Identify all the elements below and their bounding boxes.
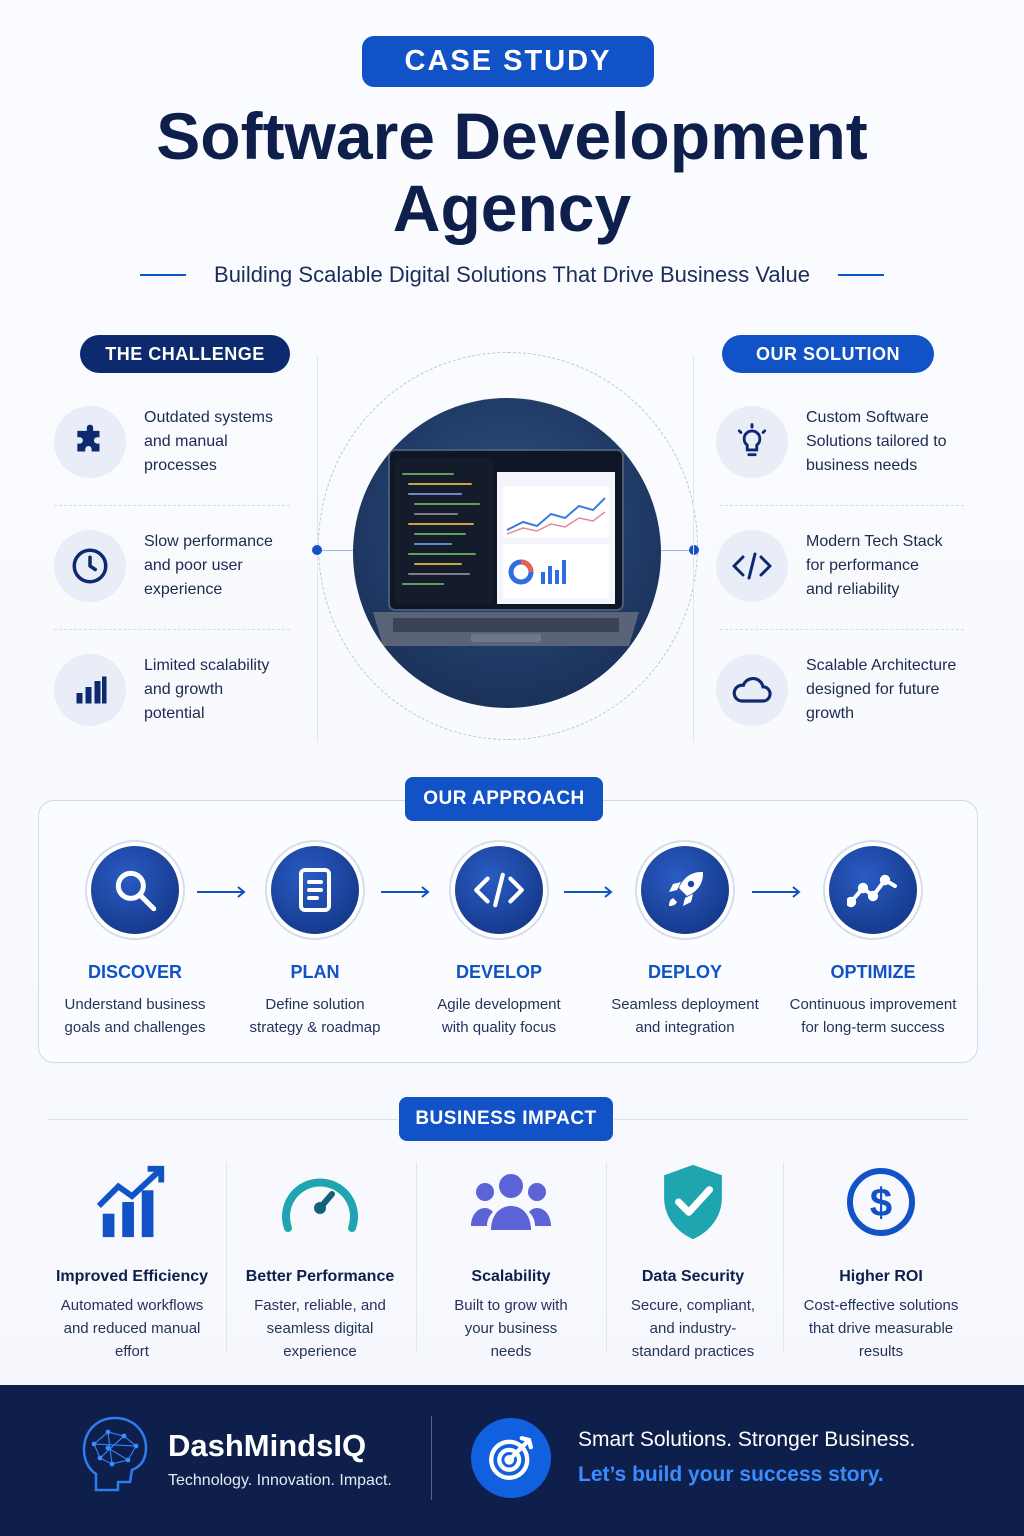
impact-divider (226, 1162, 227, 1352)
impact-efficiency: Improved Efficiency Automated workflows … (40, 1160, 224, 1363)
cloud-icon (716, 654, 788, 726)
challenge-separator-2 (54, 629, 290, 630)
dollar-icon: $ (789, 1160, 973, 1244)
arrow-icon (564, 886, 613, 898)
laptop-illustration (373, 449, 639, 646)
clock-icon (54, 530, 126, 602)
document-icon (271, 846, 359, 934)
footer-cta: Let’s build your success story. (578, 1463, 884, 1486)
impact-scalability: Scalability Built to grow with your busi… (419, 1160, 603, 1363)
subtitle-left-rule (140, 274, 187, 276)
challenge-label: THE CHALLENGE (80, 335, 290, 373)
footer-slogan: Smart Solutions. Stronger Business. (578, 1428, 916, 1451)
arrow-icon (381, 886, 430, 898)
impact-divider (606, 1162, 607, 1352)
step-deploy: DEPLOY Seamless deployment and integrati… (590, 840, 780, 1039)
code-icon (455, 846, 543, 934)
impact-security: Data Security Secure, compliant, and ind… (601, 1160, 785, 1363)
impact-label: BUSINESS IMPACT (399, 1097, 613, 1141)
arrow-icon (197, 886, 246, 898)
impact-roi: $ Higher ROI Cost-effective solutions th… (789, 1160, 973, 1363)
subtitle-row: Building Scalable Digital Solutions That… (0, 259, 1024, 291)
solution-item-1: Custom Software Solutions tailored to bu… (716, 406, 947, 478)
impact-divider (783, 1162, 784, 1352)
team-icon (419, 1160, 603, 1244)
impact-left-rule (48, 1119, 398, 1120)
growth-chart-icon (40, 1160, 224, 1244)
page-subtitle: Building Scalable Digital Solutions That… (214, 262, 810, 287)
trend-line-icon (829, 846, 917, 934)
impact-performance: Better Performance Faster, reliable, and… (228, 1160, 412, 1363)
target-icon (471, 1418, 551, 1498)
solution-item-3: Scalable Architecture designed for futur… (716, 654, 956, 726)
solution-label: OUR SOLUTION (722, 335, 934, 373)
subtitle-right-rule (837, 274, 884, 276)
svg-text:$: $ (870, 1181, 892, 1225)
laptop-disc (353, 398, 661, 708)
impact-right-rule (614, 1119, 968, 1120)
right-connector-dot (689, 545, 699, 555)
solution-separator-1 (720, 505, 964, 506)
solution-item-2: Modern Tech Stack for performance and re… (716, 530, 943, 602)
shield-check-icon (601, 1160, 785, 1244)
step-discover: DISCOVER Understand business goals and c… (40, 840, 230, 1039)
brand-name: DashMindsIQ (168, 1428, 367, 1463)
right-connector (658, 550, 694, 551)
case-study-badge: CASE STUDY (362, 36, 654, 87)
footer-divider (431, 1416, 432, 1500)
page-title: Software Development Agency (0, 100, 1024, 244)
lightbulb-icon (716, 406, 788, 478)
rocket-icon (641, 846, 729, 934)
code-icon (716, 530, 788, 602)
bar-chart-icon (54, 654, 126, 726)
left-connector-dot (312, 545, 322, 555)
solution-separator-2 (720, 629, 964, 630)
step-develop: DEVELOP Agile development with quality f… (404, 840, 594, 1039)
challenge-item-1: Outdated systems and manual processes (54, 406, 273, 478)
brain-logo-icon (82, 1416, 148, 1492)
search-icon (91, 846, 179, 934)
challenge-item-2: Slow performance and poor user experienc… (54, 530, 273, 602)
arrow-icon (752, 886, 801, 898)
left-connector (317, 550, 357, 551)
step-optimize: OPTIMIZE Continuous improvement for long… (778, 840, 968, 1039)
challenge-item-3: Limited scalability and growth potential (54, 654, 269, 726)
approach-label: OUR APPROACH (405, 777, 603, 821)
right-divider (693, 356, 694, 742)
title-line-1: Software Development (156, 99, 868, 173)
step-plan: PLAN Define solution strategy & roadmap (220, 840, 410, 1039)
speedometer-icon (228, 1160, 412, 1244)
brand-tagline: Technology. Innovation. Impact. (168, 1472, 392, 1489)
challenge-separator-1 (54, 505, 290, 506)
puzzle-icon (54, 406, 126, 478)
title-line-2: Agency (392, 171, 632, 245)
impact-divider (416, 1162, 417, 1352)
